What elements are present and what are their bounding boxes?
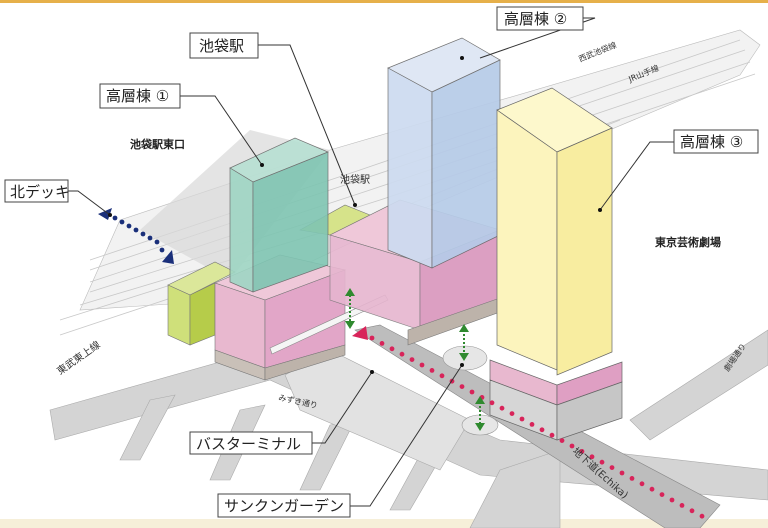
callout-sunken-garden: サンクンガーデン (217, 493, 351, 518)
callout-station: 池袋駅 (189, 32, 259, 59)
underpass-arrow-dot (459, 384, 465, 389)
callout-bus-terminal: バスターミナル (189, 431, 313, 455)
underpass-arrow-dot (399, 351, 405, 357)
underpass-arrow-dot (589, 454, 595, 460)
underpass-arrow-dot (439, 373, 445, 379)
underpass-arrow-dot (469, 389, 475, 395)
underpass-arrow-dot (619, 470, 625, 476)
vertical-access-arrows (345, 288, 485, 431)
underpass-arrow-dot (699, 513, 705, 519)
east-exit-label: 池袋駅東口 (130, 137, 185, 151)
callout-tower-1: 高層棟 ① (99, 83, 181, 109)
underpass-arrow-dot (389, 346, 395, 352)
underpass-arrow-dot (579, 449, 585, 454)
svg-text:バスターミナル: バスターミナル (196, 435, 301, 453)
callout-tower-2: 高層棟 ② (496, 6, 584, 31)
top-border (0, 0, 768, 3)
underpass-arrow-dot (519, 416, 525, 422)
bottom-border (0, 519, 768, 528)
svg-text:高層棟 ①: 高層棟 ① (106, 87, 169, 105)
tobu-line-label: 東武東上線 (54, 338, 102, 377)
leader-dots (108, 56, 602, 374)
svg-text:北デッキ: 北デッキ (10, 183, 70, 201)
underpass-arrow-dot (629, 476, 635, 481)
callout-north-deck: 北デッキ (4, 179, 70, 203)
svg-text:高層棟 ②: 高層棟 ② (504, 10, 567, 28)
underpass-arrow-dot (569, 443, 575, 449)
underpass-arrow-dot (409, 357, 415, 362)
underpass-arrow-dot (369, 335, 375, 341)
tokyo-theatre-label: 東京芸術劇場 (655, 235, 721, 249)
underpass-arrow-dot (609, 465, 615, 470)
tower-3 (489, 87, 623, 441)
underpass-arrow-dot (489, 400, 495, 406)
leader-lines (68, 17, 674, 507)
callout-tower-3: 高層棟 ③ (673, 129, 759, 154)
svg-text:高層棟 ③: 高層棟 ③ (680, 133, 743, 151)
underpass-arrow-dot (379, 341, 385, 346)
underpass-arrow-dot (659, 492, 665, 497)
underpass-arrow-dot (689, 508, 695, 514)
underpass-arrow-dot (539, 427, 545, 433)
seibu-line-label: 西武池袋線 (577, 40, 618, 64)
underpass-arrow-dot (599, 459, 605, 465)
station-map-label: 池袋駅 (340, 173, 370, 186)
underpass-arrow-dot (429, 368, 435, 373)
underpass-arrow-dot (509, 411, 515, 416)
underpass-arrow-dot (549, 432, 555, 438)
tower-2 (387, 37, 501, 269)
svg-text:サンクンガーデン: サンクンガーデン (224, 497, 344, 515)
underpass-arrow-dot (679, 503, 685, 508)
svg-text:池袋駅: 池袋駅 (199, 37, 244, 55)
underpass-arrow-dot (669, 497, 675, 503)
underpass-arrow-dot (499, 405, 505, 411)
underpass-arrow-dot (639, 481, 645, 487)
tower-1 (229, 137, 329, 293)
underpass-arrow-dot (559, 438, 565, 443)
north-deck-arrow (98, 208, 174, 264)
underpass-arrow-dot (419, 362, 425, 368)
underpass-arrow-dot (529, 422, 535, 427)
underpass-arrow-dot (649, 486, 655, 492)
